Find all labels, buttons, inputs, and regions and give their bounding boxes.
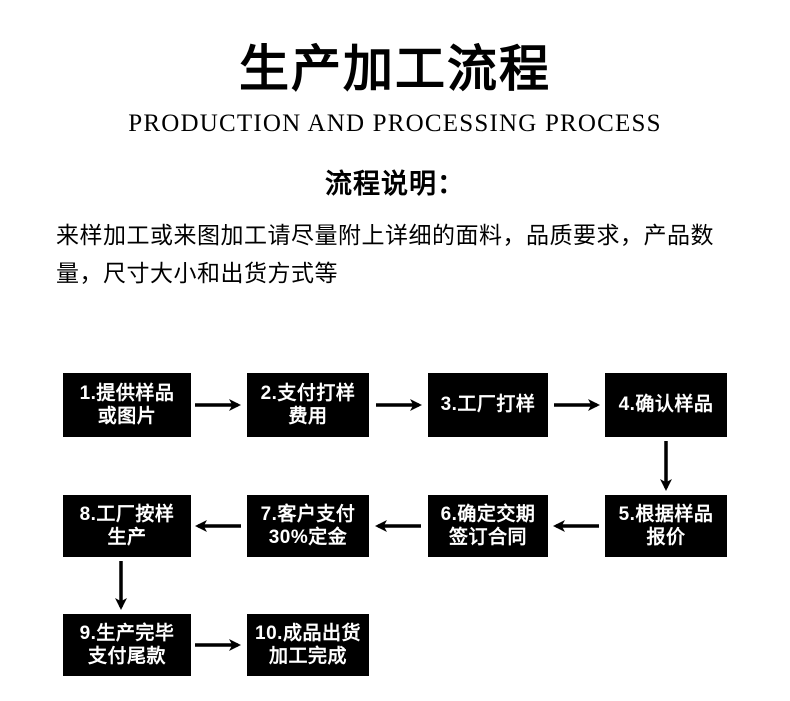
flow-node-line1: 3.工厂打样 [440, 394, 536, 416]
flow-node-line1: 2.支付打样 [260, 382, 356, 404]
flow-node-step-1[interactable]: 1.提供样品 或图片 [63, 373, 191, 437]
flow-node-line2: 费用 [288, 406, 328, 427]
flow-node-line2: 加工完成 [268, 646, 347, 667]
flow-node-step-10[interactable]: 10.成品出货 加工完成 [247, 614, 369, 676]
flow-node-line2: 签订合同 [448, 527, 527, 548]
flow-node-line1: 9.生产完毕 [79, 622, 175, 644]
description-heading: 流程说明： [325, 169, 465, 199]
flow-node-line1: 7.客户支付 [260, 503, 356, 525]
flow-node-step-3[interactable]: 3.工厂打样 [428, 373, 548, 437]
flow-node-step-5[interactable]: 5.根据样品 报价 [605, 495, 727, 557]
flow-node-step-6[interactable]: 6.确定交期 签订合同 [428, 495, 548, 557]
page-title: 生产加工流程 [239, 41, 551, 97]
flow-node-line2: 报价 [646, 527, 686, 548]
flow-node-line2: 或图片 [97, 406, 157, 427]
flow-node-line2: 支付尾款 [87, 646, 166, 667]
flow-node-step-9[interactable]: 9.生产完毕 支付尾款 [63, 614, 191, 676]
flow-node-line1: 5.根据样品 [618, 503, 714, 525]
flow-node-step-8[interactable]: 8.工厂按样 生产 [63, 495, 191, 557]
flow-node-line2: 生产 [107, 527, 147, 548]
description-section: 流程说明： 来样加工或来图加工请尽量附上详细的面料，品质要求，产品数量，尺寸大小… [0, 162, 790, 293]
flow-node-line1: 8.工厂按样 [79, 503, 175, 525]
flow-node-line1: 1.提供样品 [79, 382, 175, 404]
page-subtitle: PRODUCTION AND PROCESSING PROCESS [128, 110, 662, 137]
flow-node-step-4[interactable]: 4.确认样品 [605, 373, 727, 437]
flow-node-step-2[interactable]: 2.支付打样 费用 [247, 373, 369, 437]
description-body: 来样加工或来图加工请尽量附上详细的面料，品质要求，产品数量，尺寸大小和出货方式等 [56, 223, 714, 286]
flow-node-line2: 30%定金 [268, 527, 348, 548]
flow-node-step-7[interactable]: 7.客户支付 30%定金 [247, 495, 369, 557]
flow-node-line1: 6.确定交期 [440, 503, 536, 525]
flow-node-line1: 10.成品出货 [255, 622, 361, 644]
page-header: 生产加工流程 PRODUCTION AND PROCESSING PROCESS [0, 0, 790, 138]
flow-node-line1: 4.确认样品 [618, 394, 714, 416]
